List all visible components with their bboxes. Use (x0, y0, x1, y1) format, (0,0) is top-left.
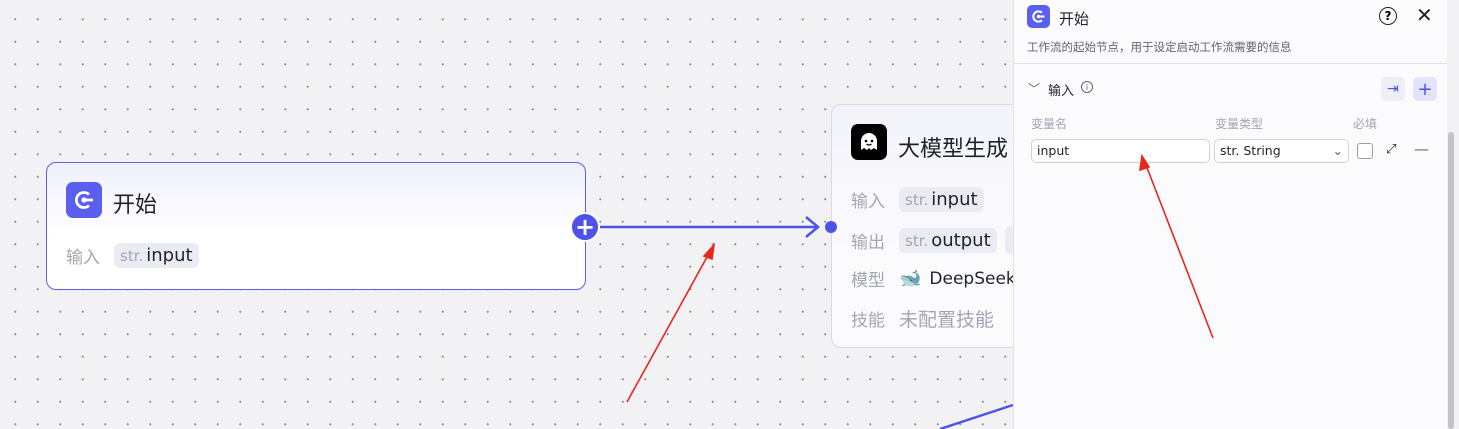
required-checkbox[interactable] (1357, 143, 1373, 159)
column-header-type: 变量类型 (1215, 117, 1264, 131)
edge-lower (939, 403, 1014, 429)
input-label: 输入 (851, 192, 885, 212)
start-icon (1027, 5, 1050, 28)
variable-type-select[interactable]: str. String ⌄ (1214, 139, 1349, 163)
import-icon[interactable]: ⇥ (1381, 77, 1405, 101)
add-variable-button[interactable]: + (1413, 77, 1437, 101)
remove-variable-icon[interactable]: — (1414, 140, 1429, 158)
scrollbar-thumb[interactable] (1448, 132, 1454, 429)
info-icon[interactable]: i (1081, 81, 1093, 93)
start-node[interactable]: 开始 输入 str.input (46, 162, 586, 290)
column-header-name: 变量名 (1031, 117, 1068, 131)
variable-name-input[interactable]: input (1031, 139, 1210, 163)
expand-icon[interactable]: ⤢ (1386, 142, 1397, 157)
section-title: 输入 (1048, 84, 1075, 99)
select-value: str. String (1220, 143, 1281, 158)
add-node-button[interactable]: + (570, 212, 600, 242)
model-label: 模型 (851, 271, 885, 291)
input-port[interactable] (825, 221, 837, 233)
panel-title: 开始 (1059, 10, 1090, 28)
node-title: 大模型生成 (898, 137, 1009, 162)
edge-arrowhead (805, 216, 820, 238)
chevron-down-icon[interactable]: ﹀ (1028, 82, 1041, 96)
column-header-required: 必填 (1353, 117, 1378, 131)
variable-chip: str.output (899, 227, 997, 253)
model-value: DeepSeek (929, 268, 1016, 289)
skill-value: 未配置技能 (899, 309, 995, 331)
deepseek-whale-icon: 🐋 (899, 268, 922, 289)
llm-ghost-icon (851, 124, 887, 160)
skill-label: 技能 (851, 311, 885, 331)
input-label: 输入 (66, 248, 100, 268)
variable-chip: str.input (899, 187, 984, 212)
help-icon[interactable]: ? (1379, 7, 1397, 25)
chevron-down-icon: ⌄ (1332, 143, 1343, 158)
node-settings-panel: 开始 ? ✕ 工作流的起始节点，用于设定启动工作流需要的信息 ﹀ 输入 i ⇥ … (1013, 0, 1448, 429)
output-label: 输出 (851, 232, 885, 253)
start-icon (66, 182, 102, 218)
variable-chip: str.input (114, 243, 199, 268)
panel-description: 工作流的起始节点，用于设定启动工作流需要的信息 (1027, 40, 1292, 54)
close-icon[interactable]: ✕ (1416, 3, 1433, 27)
node-title: 开始 (113, 193, 158, 218)
divider (1014, 63, 1448, 64)
